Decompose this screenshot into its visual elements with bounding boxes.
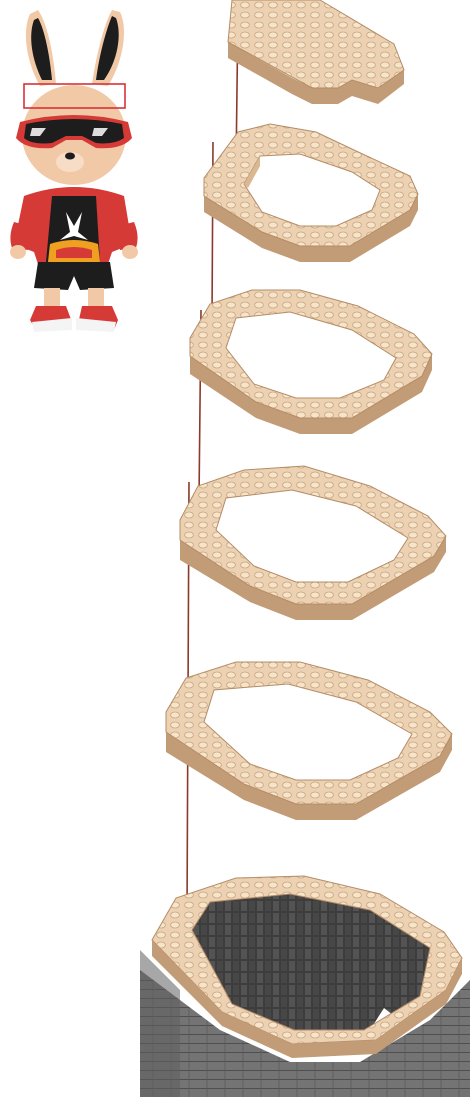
top-cap-plate xyxy=(228,0,404,104)
rabbit-ears xyxy=(26,10,124,86)
ring-layer-4 xyxy=(166,662,452,820)
rabbit-shoes xyxy=(30,306,118,332)
ring-layer-3 xyxy=(180,466,446,620)
base-assembly xyxy=(140,876,470,1097)
ring-layer-1 xyxy=(204,124,418,262)
rabbit-figure-preview xyxy=(10,10,138,332)
rabbit-body xyxy=(10,187,138,264)
rabbit-legs xyxy=(34,262,114,308)
ring-layer-2 xyxy=(190,290,432,434)
